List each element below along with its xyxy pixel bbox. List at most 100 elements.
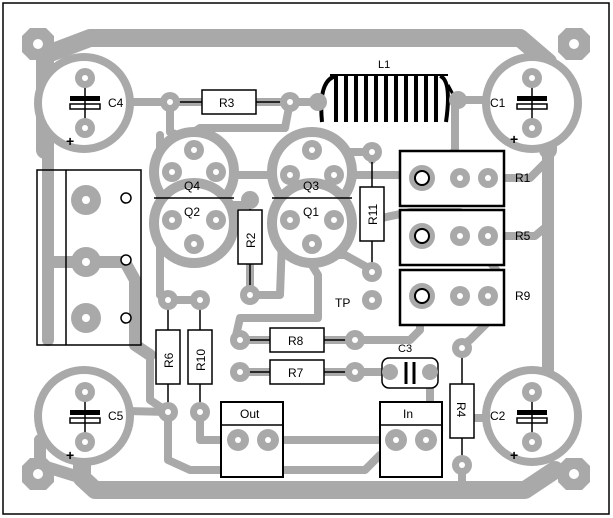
mounting-hole-centers bbox=[33, 39, 579, 479]
label-q4: Q4 bbox=[184, 179, 200, 193]
drill-q4-b bbox=[169, 169, 175, 175]
drill-r4-b bbox=[459, 462, 465, 468]
drill-c5-a bbox=[82, 389, 88, 395]
drill-holes bbox=[82, 75, 535, 468]
c3-outline bbox=[381, 357, 439, 389]
drill-q3-a bbox=[309, 147, 315, 153]
drill-q1-a bbox=[287, 217, 293, 223]
drill-q2-c bbox=[169, 217, 175, 223]
plus-c4: + bbox=[66, 133, 74, 149]
drill-r7-b bbox=[352, 369, 358, 375]
drill-c1-a bbox=[529, 75, 535, 81]
drill-heatsink-2 bbox=[82, 258, 90, 266]
r3-body bbox=[201, 89, 257, 115]
pad-r2-a bbox=[241, 191, 259, 209]
heatsink-hole-1 bbox=[120, 192, 132, 204]
mount-hole-tr-center bbox=[569, 39, 579, 49]
label-c1: C1 bbox=[490, 96, 506, 110]
drill-tp bbox=[369, 297, 375, 303]
plus-c5: + bbox=[66, 447, 74, 463]
c4-outline bbox=[34, 53, 134, 153]
drill-r3-a bbox=[167, 99, 173, 105]
label-r10: R10 bbox=[194, 349, 208, 371]
r5-adjust-ring bbox=[414, 228, 430, 244]
drill-r10-a bbox=[197, 297, 203, 303]
l1-coil bbox=[319, 74, 450, 123]
labels: L1 C4 C1 C5 C2 C3 R3 R8 R7 R1 R5 R9 Q4 Q… bbox=[66, 59, 531, 463]
r10-body bbox=[187, 329, 213, 385]
drill-c4-b bbox=[82, 125, 88, 131]
drill-q2-b bbox=[191, 241, 197, 247]
drill-q3-c bbox=[331, 172, 337, 178]
drill-out-b bbox=[265, 437, 271, 443]
label-r5: R5 bbox=[515, 229, 531, 243]
trace-q1-down bbox=[231, 258, 322, 344]
drill-q3-b bbox=[287, 172, 293, 178]
plus-c1: + bbox=[510, 131, 518, 147]
drill-r5-c bbox=[485, 233, 491, 239]
label-c5: C5 bbox=[108, 409, 124, 423]
drill-c2-a bbox=[529, 389, 535, 395]
drill-q4-a bbox=[191, 147, 197, 153]
drill-r8-a bbox=[237, 337, 243, 343]
drill-r7-a bbox=[237, 369, 243, 375]
label-r4: R4 bbox=[454, 402, 468, 418]
r4-body bbox=[449, 383, 475, 439]
drill-r11-b bbox=[369, 269, 375, 275]
drill-heatsink-3 bbox=[82, 314, 90, 322]
heatsink-hole-3 bbox=[120, 312, 132, 324]
label-q3: Q3 bbox=[303, 179, 319, 193]
mount-hole-br-center bbox=[569, 469, 579, 479]
label-r3: R3 bbox=[219, 96, 235, 110]
q1-outline bbox=[267, 178, 357, 268]
label-r2: R2 bbox=[244, 232, 258, 248]
r7-body bbox=[269, 359, 325, 385]
r8-body bbox=[269, 327, 325, 353]
label-r1: R1 bbox=[515, 171, 531, 185]
r11-body bbox=[359, 186, 385, 242]
drill-in-a bbox=[393, 437, 399, 443]
heatsink-outline bbox=[36, 169, 142, 346]
drill-c5-b bbox=[82, 439, 88, 445]
drill-r10-b bbox=[197, 409, 203, 415]
label-r7: R7 bbox=[288, 366, 304, 380]
label-c4: C4 bbox=[108, 96, 124, 110]
r1-adjust-ring bbox=[414, 170, 430, 186]
trimmer-rings bbox=[414, 170, 430, 304]
pad-l1-a bbox=[309, 93, 327, 111]
plus-c2: + bbox=[510, 447, 518, 463]
label-r9: R9 bbox=[515, 289, 531, 303]
label-c3: C3 bbox=[398, 343, 412, 355]
c5-outline bbox=[34, 366, 134, 466]
round-pads bbox=[75, 68, 542, 475]
drill-r9-b bbox=[457, 293, 463, 299]
drill-r9-c bbox=[485, 293, 491, 299]
drill-r4-a bbox=[459, 345, 465, 351]
drill-q1-c bbox=[331, 217, 337, 223]
r6-body bbox=[155, 329, 181, 385]
drill-q4-c bbox=[213, 169, 219, 175]
mounting-holes bbox=[22, 28, 590, 490]
drill-q2-a bbox=[213, 217, 219, 223]
drill-c2-b bbox=[529, 439, 535, 445]
label-in: In bbox=[403, 407, 413, 421]
label-out: Out bbox=[240, 407, 260, 421]
drill-c4-a bbox=[82, 75, 88, 81]
label-l1: L1 bbox=[378, 59, 390, 71]
drill-out-a bbox=[235, 437, 241, 443]
drill-r11-a bbox=[369, 149, 375, 155]
label-c2: C2 bbox=[490, 409, 506, 423]
mount-hole-tl-center bbox=[33, 39, 43, 49]
drill-r2-b bbox=[247, 292, 253, 298]
pad-c3-a bbox=[382, 364, 398, 380]
r2-body bbox=[237, 209, 263, 265]
label-r11: R11 bbox=[366, 204, 380, 225]
label-q2: Q2 bbox=[184, 205, 200, 219]
drill-heatsink-1 bbox=[82, 196, 90, 204]
label-q1: Q1 bbox=[303, 205, 319, 219]
drill-r5-b bbox=[457, 233, 463, 239]
label-r6: R6 bbox=[162, 352, 176, 368]
heatsink-hole-2 bbox=[120, 254, 132, 266]
q2-outline bbox=[149, 178, 239, 268]
